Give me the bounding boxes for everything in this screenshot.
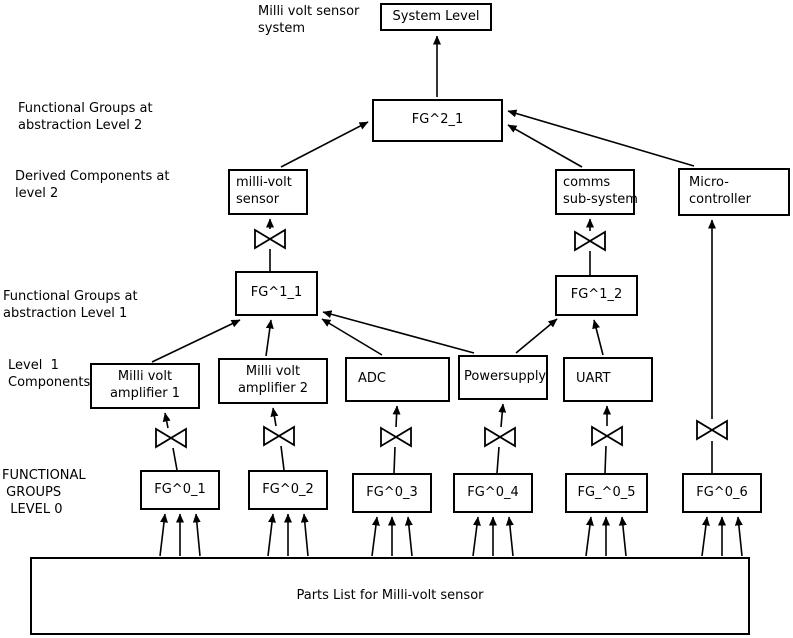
- bowtie-icon: [380, 426, 412, 448]
- arrow-micro-to-fg2_1: [507, 109, 695, 167]
- node-fg0-4: FG^0_4: [453, 473, 533, 513]
- link-fg0_2-to-amp2: [270, 407, 285, 471]
- fg-level0-label: FUNCTIONAL GROUPS LEVEL 0: [2, 468, 86, 517]
- parts-arrows-fg0_2: [267, 513, 309, 557]
- bowtie-icon: [574, 230, 606, 252]
- arrow-uart-to-fg1_2: [592, 319, 604, 356]
- derived-level2-label: Derived Components at level 2: [15, 169, 170, 201]
- link-fg0_3-to-adc: [392, 405, 401, 474]
- node-fg0-6: FG^0_6: [682, 473, 762, 513]
- node-fg0-1: FG^0_1: [140, 470, 220, 510]
- link-fg0_1-to-amp1: [162, 412, 178, 471]
- arrow-amp2-to-fg1_1: [265, 319, 274, 357]
- node-amplifier2: Milli volt amplifier 2: [218, 358, 328, 404]
- system-caption-label: Milli volt sensor system: [258, 4, 360, 36]
- bowtie-icon: [484, 426, 516, 448]
- link-fg0_4-to-powersupply: [496, 403, 507, 474]
- arrow-adc-to-fg1_1: [321, 318, 383, 356]
- node-comms-subsystem: comms sub-system: [555, 169, 638, 215]
- node-parts-list: Parts List for Milli-volt sensor: [30, 557, 750, 635]
- node-amplifier1: Milli volt amplifier 1: [90, 363, 200, 409]
- arrow-powersupply-to-fg1_1: [322, 310, 475, 354]
- arrow-sensor-to-fg2_1: [280, 121, 369, 168]
- node-millivolt-sensor: milli-volt sensor: [228, 169, 308, 215]
- node-fg1-2: FG^1_2: [555, 275, 638, 316]
- bowtie-icon: [155, 427, 187, 449]
- level1-components-label: Level 1 Components: [8, 358, 91, 390]
- parts-arrows-fg0_4: [472, 516, 514, 557]
- parts-arrows-fg0_5: [585, 516, 627, 557]
- bowtie-icon: [254, 228, 286, 250]
- node-adc: ADC: [345, 357, 450, 402]
- arrow-amp1-to-fg1_1: [151, 319, 241, 363]
- arrow-powersupply-to-fg1_2: [515, 318, 558, 354]
- parts-arrows-fg0_6: [701, 516, 743, 557]
- arrow-comms-to-fg2_1: [507, 124, 583, 168]
- node-fg0-3: FG^0_3: [352, 473, 432, 513]
- fg-level1-label: Functional Groups at abstraction Level 1: [3, 289, 138, 321]
- node-fg2-1: FG^2_1: [372, 99, 503, 142]
- node-fg0-5: FG_^0_5: [565, 473, 648, 513]
- bowtie-icon: [696, 419, 728, 441]
- node-uart: UART: [563, 357, 653, 402]
- node-system-level: System Level: [380, 3, 492, 31]
- link-fg0_5-to-uart: [603, 405, 611, 474]
- node-microcontroller: Micro- controller: [678, 168, 790, 216]
- bowtie-icon: [591, 425, 623, 447]
- node-powersupply: Powersupply: [458, 355, 548, 400]
- fg-level2-label: Functional Groups at abstraction Level 2: [18, 101, 153, 133]
- node-fg1-1: FG^1_1: [235, 271, 318, 316]
- node-fg0-2: FG^0_2: [248, 470, 328, 510]
- parts-arrows-fg0_3: [371, 516, 413, 557]
- bowtie-icon: [263, 425, 295, 447]
- parts-arrows-fg0_1: [159, 513, 201, 557]
